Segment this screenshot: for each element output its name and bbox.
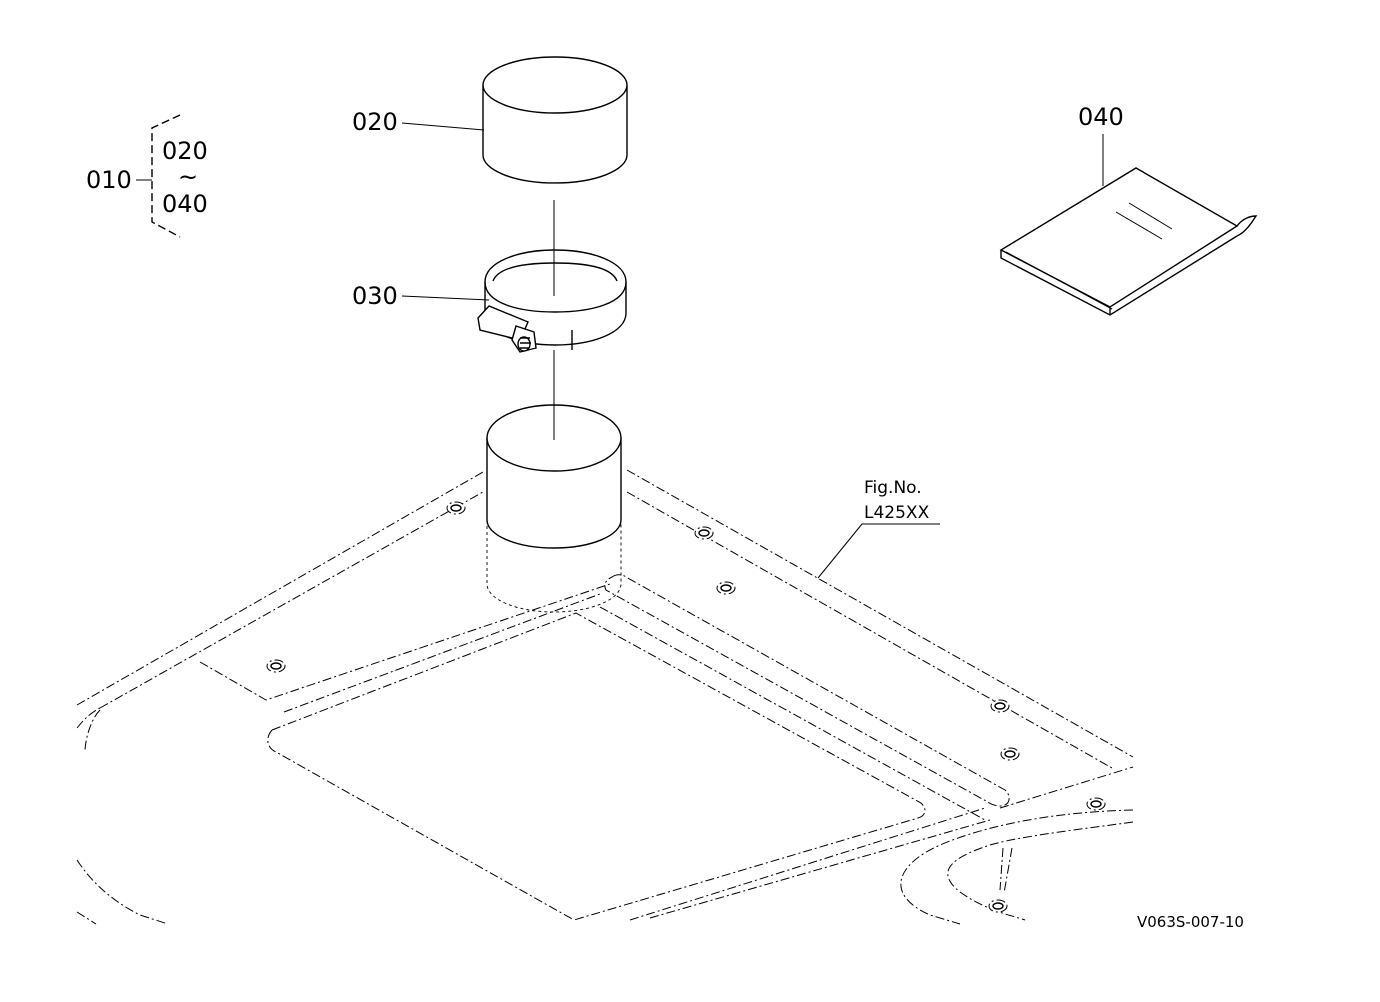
cap-part-number: 020 — [352, 108, 398, 136]
clamp-callout: 030 — [352, 282, 490, 310]
manual-part-number: 040 — [1078, 103, 1124, 131]
filler-neck — [486, 400, 622, 613]
range-separator: ~ — [178, 163, 198, 191]
cap-callout: 020 — [352, 108, 485, 136]
manual-callout: 040 — [1078, 103, 1124, 186]
figure-ref-number: L425XX — [864, 503, 930, 523]
base-frame — [76, 469, 1134, 925]
assembly-number: 010 — [86, 166, 132, 194]
clamp-part-number: 030 — [352, 282, 398, 310]
assembly-callout: 010 020 ~ 040 — [86, 114, 208, 238]
figure-reference: Fig.No. L425XX — [817, 478, 940, 579]
figure-ref-prefix: Fig.No. — [864, 478, 922, 498]
range-end-number: 040 — [162, 190, 208, 218]
manual-part — [999, 167, 1258, 316]
range-brace — [151, 114, 181, 238]
cap-part — [482, 56, 628, 184]
drawing-code: V063S-007-10 — [1137, 913, 1244, 931]
range-start-number: 020 — [162, 137, 208, 165]
hose-clamp-part — [477, 249, 627, 353]
